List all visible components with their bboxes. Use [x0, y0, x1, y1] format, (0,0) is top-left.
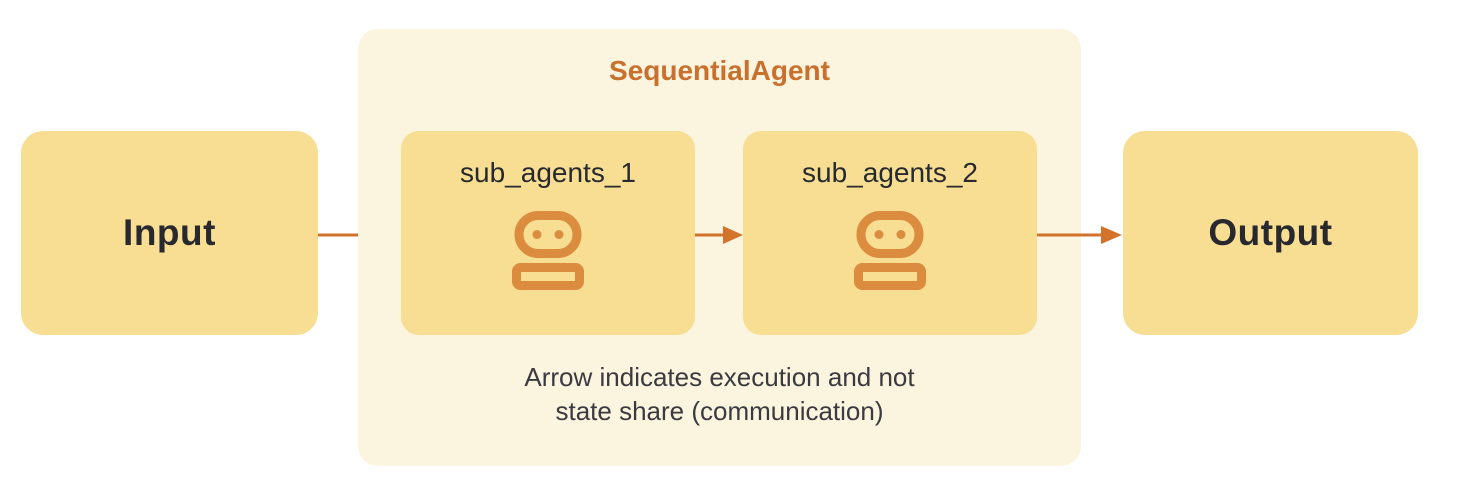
sub-agent-2-node: sub_agents_2: [743, 131, 1037, 335]
sub-agent-1-node: sub_agents_1: [401, 131, 695, 335]
input-node-label: Input: [123, 212, 216, 253]
sub-agent-1-label: sub_agents_1: [460, 157, 636, 188]
sequential-agent-title: SequentialAgent: [609, 55, 830, 86]
execution-caption-line1: Arrow indicates execution and not: [524, 362, 915, 392]
sub-agent-2-label: sub_agents_2: [802, 157, 978, 188]
sequential-agent-container: SequentialAgent sub_agents_1 sub_agents_…: [358, 29, 1081, 466]
robot-icon: [854, 211, 926, 290]
input-node: Input: [21, 131, 318, 335]
execution-caption: Arrow indicates execution and not state …: [358, 360, 1081, 428]
output-node: Output: [1123, 131, 1418, 335]
arrow-right-icon: [1037, 226, 1122, 244]
arrow-right-icon: [695, 226, 743, 244]
output-node-label: Output: [1208, 212, 1333, 253]
robot-icon: [512, 211, 584, 290]
execution-caption-line2: state share (communication): [555, 396, 884, 426]
